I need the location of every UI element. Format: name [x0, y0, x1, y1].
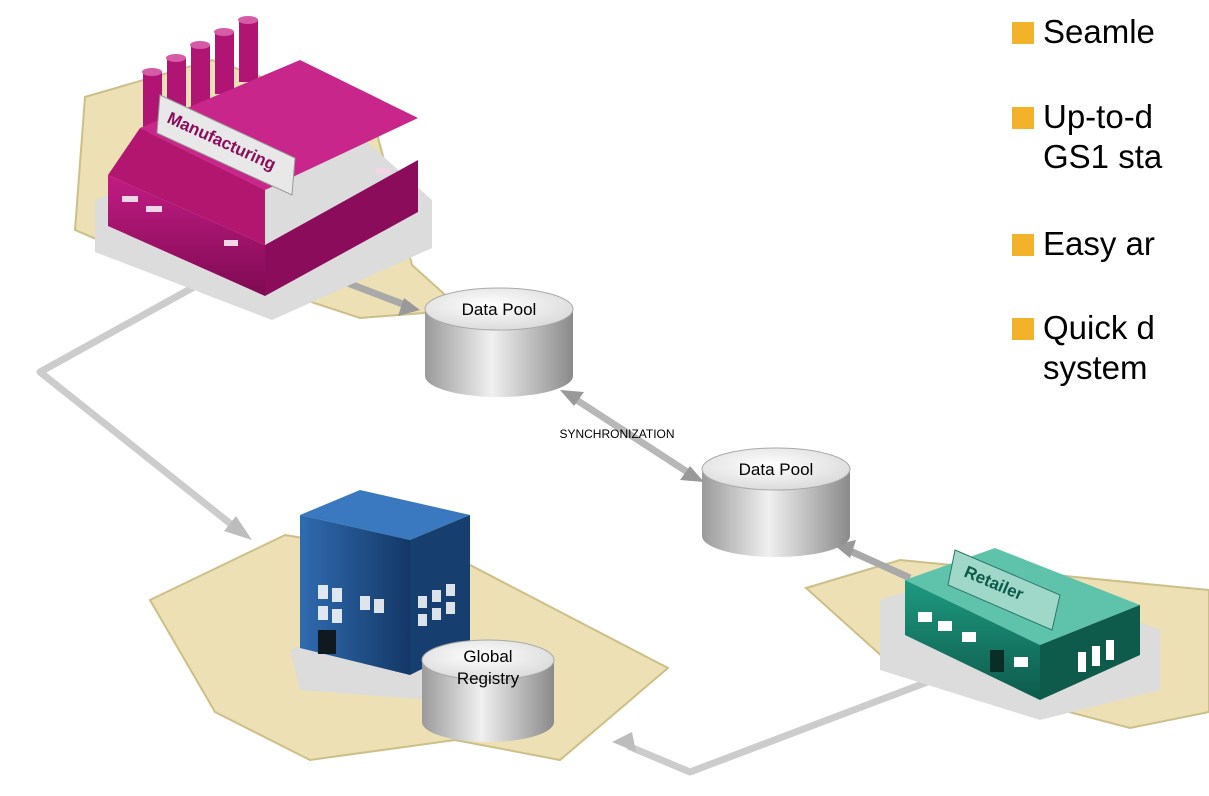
retailer-to-datapool-arrow [846, 546, 912, 582]
global-registry-label-line1: Global [463, 647, 512, 666]
bullet-item: Up-to-d GS1 sta [1012, 97, 1162, 177]
manufacturing-side [265, 160, 418, 296]
bullet-text: GS1 sta [1043, 138, 1163, 175]
manufacturing-to-datapool-arrow [343, 278, 410, 310]
data-pool-1-label: Data Pool [462, 300, 537, 319]
bullet-text: Up-to-d [1043, 98, 1154, 135]
arrowhead-registry-bottom [612, 732, 636, 752]
arrow-heads [224, 298, 856, 752]
bullet-square-icon [1012, 318, 1034, 340]
global-registry-building [290, 490, 470, 700]
arrowhead-registry-left [224, 516, 252, 540]
manufacturing-to-registry-arrow [36, 273, 235, 528]
connector-arrows [36, 273, 940, 776]
global-registry-label-line2: Registry [457, 669, 520, 688]
data-pool-2: Data Pool [701, 447, 851, 557]
manufacturing-building: Manufacturing [95, 16, 432, 320]
bullet-list: Seamle Up-to-d GS1 sta Easy ar Quick d s… [1012, 0, 1209, 796]
arrowhead-sync-top [560, 390, 584, 406]
bullet-square-icon [1012, 22, 1034, 44]
bullet-text: Easy ar [1043, 225, 1155, 262]
bullet-square-icon [1012, 234, 1034, 256]
registry-roof [300, 490, 470, 540]
global-registry-db: Global Registry [421, 639, 555, 742]
bullet-text: system [1043, 349, 1148, 386]
registry-front [300, 515, 410, 675]
retailer-building: Retailer [880, 548, 1160, 720]
data-pool-1: Data Pool [424, 287, 574, 397]
retailer-side [1040, 605, 1140, 700]
manufacturing-front [108, 175, 265, 296]
bullet-square-icon [1012, 107, 1034, 129]
retailer-to-registry-arrow [626, 674, 940, 776]
bullet-item: Quick d system [1012, 308, 1155, 388]
bullet-text: Quick d [1043, 309, 1155, 346]
synchronization-label: SYNCHRONIZATION [559, 427, 674, 441]
synchronization-arrow [570, 394, 694, 478]
arrowhead-sync-bottom [680, 466, 704, 482]
data-pool-2-label: Data Pool [739, 460, 814, 479]
arrowhead-datapool1 [398, 298, 420, 316]
bullet-item: Easy ar [1012, 224, 1155, 264]
bullet-text: Seamle [1043, 13, 1155, 50]
bullet-item: Seamle [1012, 12, 1155, 52]
